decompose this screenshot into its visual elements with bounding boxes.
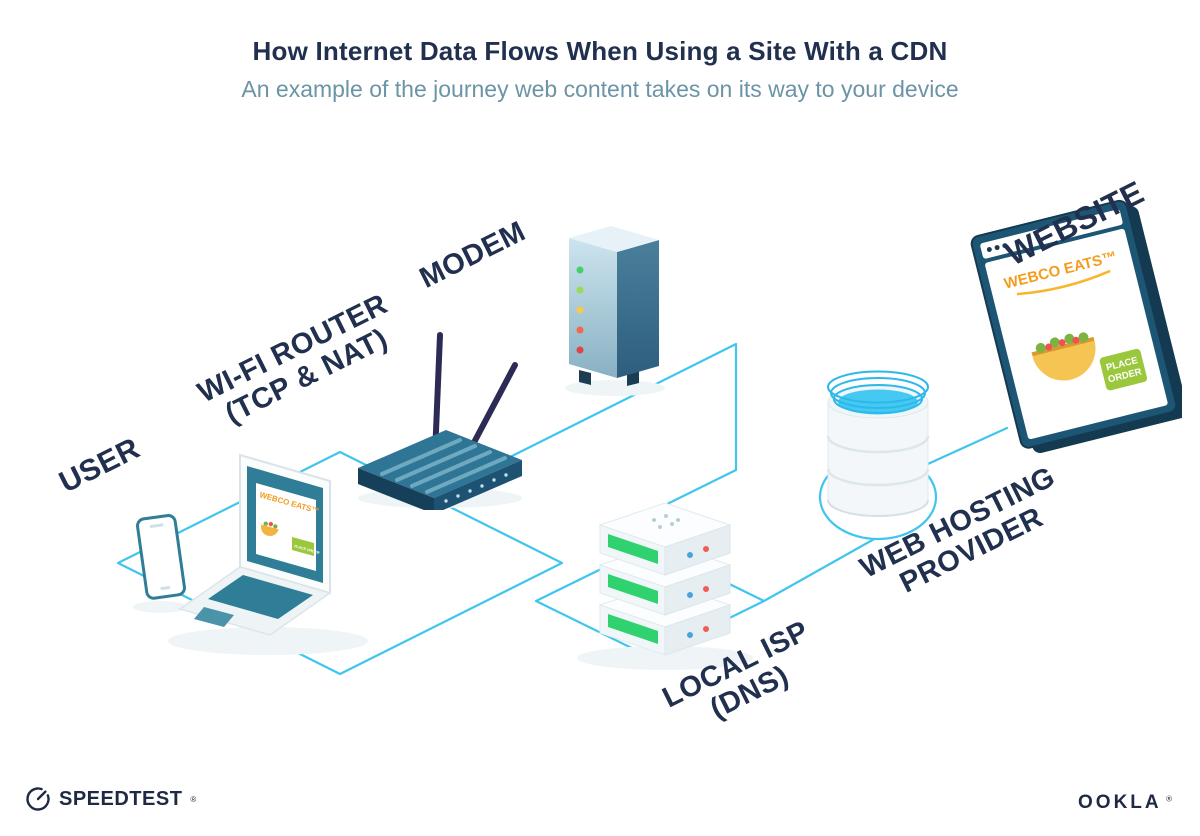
speedtest-wordmark: SPEEDTEST <box>59 787 183 810</box>
database-cylinder-icon <box>826 370 930 517</box>
website-browser-illustration: WEBCO EATS™ PLACE ORDER <box>970 199 1182 454</box>
browser-top-bar <box>980 209 1123 259</box>
user-device-illustration: WEBCO EATS™ PLACE ORDER <box>133 453 368 655</box>
speedtest-trademark: ® <box>190 794 197 804</box>
modem-led-lights-icon <box>576 266 584 354</box>
browser-window-dots-icon <box>986 243 1008 253</box>
page-title: How Internet Data Flows When Using a Sit… <box>252 36 948 66</box>
router-body-icon <box>358 430 522 510</box>
modem-illustration <box>565 226 665 396</box>
ookla-logo: OOKLA ® <box>1078 792 1172 814</box>
ookla-wordmark: OOKLA <box>1078 792 1162 813</box>
page-subtitle: An example of the journey web content ta… <box>241 76 959 102</box>
line-hosting-to-website <box>917 426 1009 470</box>
ripple-rings-icon <box>827 370 929 414</box>
smartphone-icon <box>136 514 186 600</box>
hosting-database-illustration <box>818 370 938 541</box>
modem-body-icon <box>569 226 659 386</box>
place-order-button[interactable]: PLACE ORDER <box>1099 348 1148 391</box>
wifi-router-illustration <box>358 332 522 510</box>
line-isp-to-hosting <box>762 536 878 603</box>
speedtest-gauge-icon <box>26 787 50 811</box>
taco-icon <box>261 521 279 536</box>
taco-icon <box>1031 332 1096 381</box>
laptop-icon: WEBCO EATS™ PLACE ORDER <box>178 453 332 636</box>
server-unit-icon <box>598 503 732 576</box>
line-router-to-isp <box>428 342 738 512</box>
speedtest-logo: SPEEDTEST ® <box>25 786 196 812</box>
laptop-order-button-text: PLACE ORDER <box>294 544 321 555</box>
isp-server-illustration <box>577 503 753 670</box>
ookla-trademark: ® <box>1166 794 1172 804</box>
